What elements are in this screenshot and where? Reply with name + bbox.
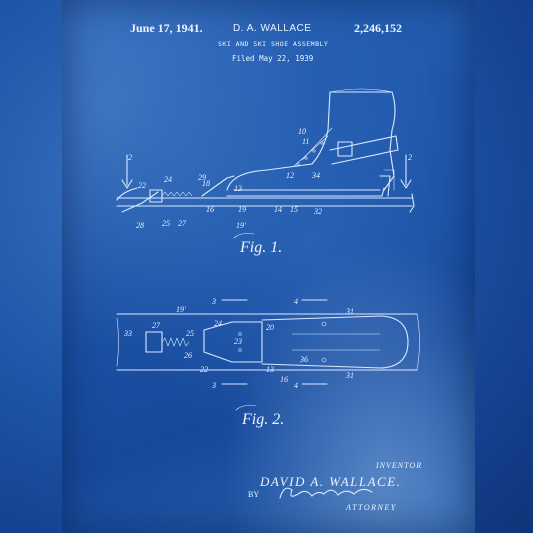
fig1-ref: 34 bbox=[311, 171, 320, 180]
fig2-ref: 4 bbox=[294, 381, 298, 390]
fig2-ref: 4 bbox=[294, 297, 298, 306]
fig2-ref: 16 bbox=[280, 375, 288, 384]
fig1-ref: 32 bbox=[313, 207, 322, 216]
fig1-ref: 27 bbox=[178, 219, 187, 228]
fig1-ref: 2 bbox=[408, 153, 412, 162]
fig2-ref: 22 bbox=[200, 365, 208, 374]
fig1-ref: 16 bbox=[206, 205, 214, 214]
patent-date: June 17, 1941. bbox=[130, 21, 203, 35]
patent-drawing: Fig. 1. 2 10 11 12 13 14 15 16 18 19 19'… bbox=[116, 88, 420, 499]
fig2-ref: 33 bbox=[123, 329, 132, 338]
fig1-ref: 14 bbox=[274, 205, 282, 214]
fig2-ref: 26 bbox=[184, 351, 192, 360]
fig2-ref: 24 bbox=[214, 319, 222, 328]
fig1-ref: 18 bbox=[202, 179, 210, 188]
fig1-ref: 10 bbox=[298, 127, 306, 136]
attorney-signature bbox=[279, 487, 373, 499]
fig1-ref: 15 bbox=[290, 205, 298, 214]
fig1-ref: 29 bbox=[198, 173, 206, 182]
fig2-ref: 27 bbox=[152, 321, 161, 330]
figure-1-drawing: Fig. 1. 2 10 11 12 13 14 15 16 18 19 19'… bbox=[116, 88, 415, 256]
fig1-ref: 2 bbox=[128, 153, 132, 162]
inventor-label: INVENTOR bbox=[376, 461, 423, 470]
figure-1-label: Fig. 1. bbox=[239, 239, 282, 256]
patent-title: SKI AND SKI SHOE ASSEMBLY bbox=[218, 40, 329, 48]
fig1-ref: 28 bbox=[136, 221, 144, 230]
fig2-ref: 3 bbox=[211, 297, 216, 306]
patent-number: 2,246,152 bbox=[354, 21, 402, 35]
fig2-ref: 20 bbox=[266, 323, 274, 332]
by-label: BY bbox=[248, 490, 260, 499]
fig2-ref: 25 bbox=[186, 329, 194, 338]
filed-date: Filed May 22, 1939 bbox=[232, 54, 314, 63]
fig1-ref: 19 bbox=[238, 205, 246, 214]
fig2-ref: 23 bbox=[234, 337, 242, 346]
fig2-ref: 31 bbox=[345, 371, 354, 380]
fig2-ref: 19' bbox=[176, 305, 186, 314]
inventor-name: DAVID A. WALLACE. bbox=[260, 474, 402, 489]
fig1-ref: 11 bbox=[302, 137, 309, 146]
figure-2-label: Fig. 2. bbox=[241, 411, 284, 428]
fig1-ref: 19' bbox=[236, 221, 246, 230]
attorney-label: ATTORNEY bbox=[346, 503, 397, 512]
figure-2-drawing: Fig. 2. 3 3 4 4 19' 20 23 24 25 26 27 22… bbox=[116, 297, 420, 428]
fig2-ref: 36 bbox=[299, 355, 308, 364]
fig2-ref: 13 bbox=[266, 365, 274, 374]
fig2-ref: 3 bbox=[211, 381, 216, 390]
inventor-header: D. A. WALLACE bbox=[233, 23, 312, 34]
fig1-ref: 13 bbox=[234, 184, 242, 193]
fig2-ref: 31 bbox=[345, 307, 354, 316]
fig1-ref: 12 bbox=[286, 171, 294, 180]
fig1-ref: 22 bbox=[138, 181, 146, 190]
patent-sheet: June 17, 1941. D. A. WALLACE 2,246,152 S… bbox=[62, 0, 475, 533]
fig1-ref: 25 bbox=[162, 219, 170, 228]
fig1-ref: 24 bbox=[164, 175, 172, 184]
